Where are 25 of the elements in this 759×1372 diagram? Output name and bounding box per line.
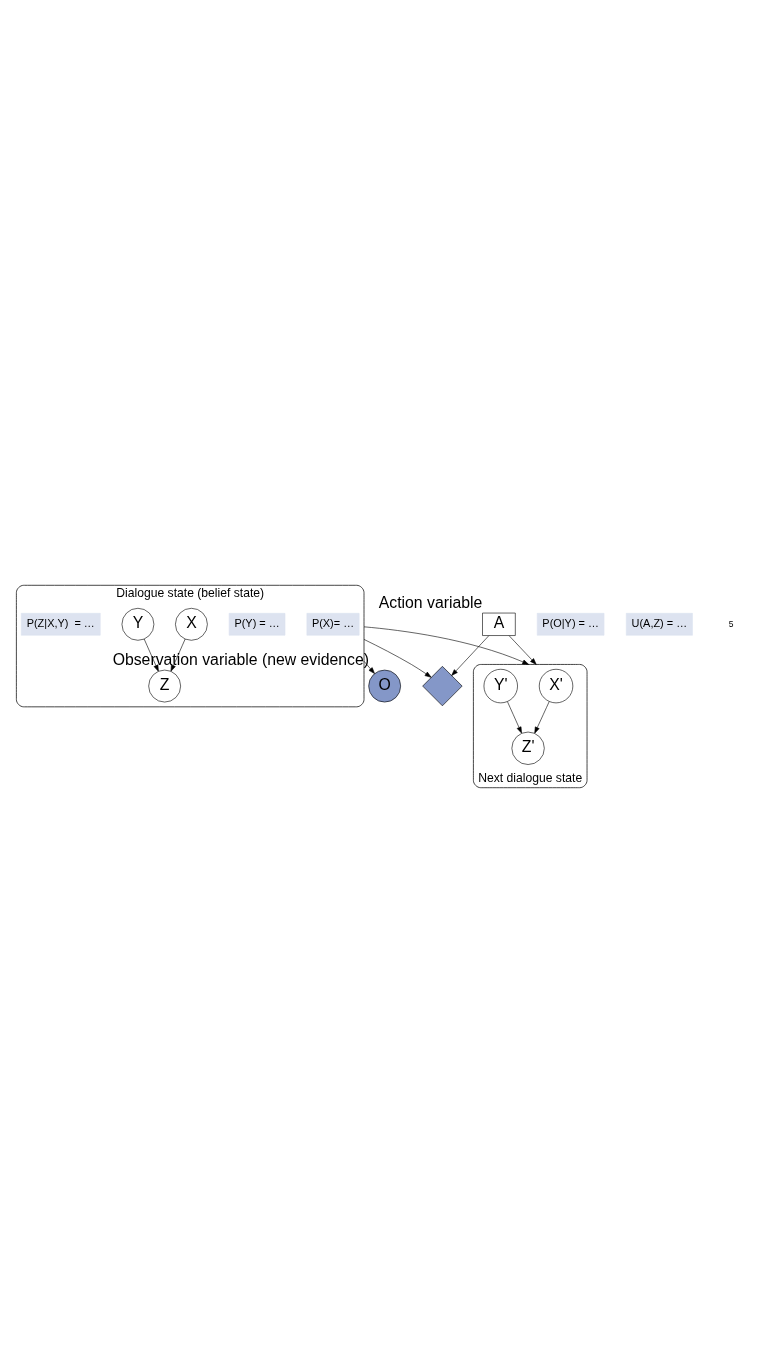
node-box: P(Y) = …: [228, 612, 286, 636]
node-circle: O: [368, 669, 401, 702]
node-circle: X': [538, 668, 574, 703]
arrow: [170, 638, 186, 672]
node-box: P(O|Y) = …: [536, 612, 605, 636]
arrow: [507, 700, 522, 733]
node-circle: Z': [511, 731, 545, 765]
node-box: U(A,Z) = …: [625, 612, 693, 636]
arrow: [451, 634, 490, 676]
arrow: [143, 638, 159, 672]
label: 5: [728, 618, 734, 629]
node-circle: X: [175, 607, 208, 641]
node-label: Observation variable (new evidence): [112, 650, 370, 668]
node-box: P(X)= …: [306, 612, 360, 636]
node-circle: Z: [148, 669, 181, 702]
node-box: P(Z|X,Y) = …: [20, 612, 101, 636]
node-box: A: [482, 612, 516, 636]
node-circle: Y: [121, 607, 155, 641]
node-circle: Y': [483, 668, 518, 703]
arrow: [363, 626, 529, 665]
arrow: [363, 660, 375, 674]
arrow: [363, 638, 432, 678]
node-label: Action variable: [378, 593, 483, 611]
arrow: [534, 700, 550, 734]
arrow: [508, 634, 537, 665]
